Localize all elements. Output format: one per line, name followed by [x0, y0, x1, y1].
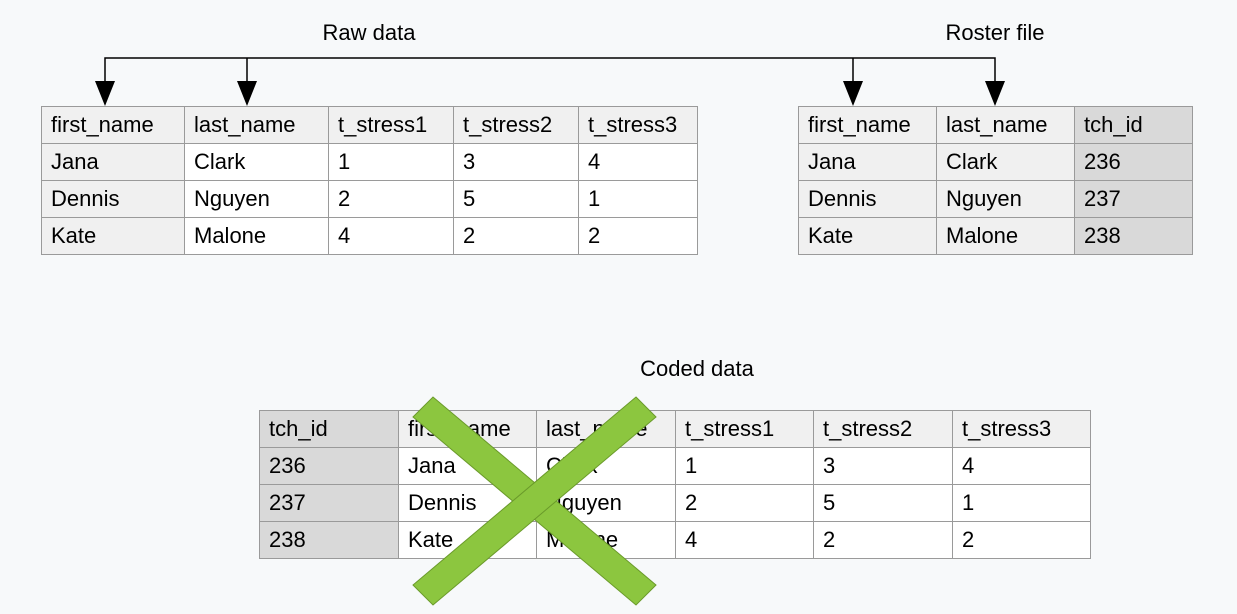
roster-header-row: first_name last_name tch_id [798, 106, 1193, 144]
coded-col-last-name: last_name [536, 410, 676, 448]
table-cell: Dennis [398, 484, 537, 522]
table-cell: 2 [578, 217, 698, 255]
coded-col-t-stress3: t_stress3 [952, 410, 1091, 448]
arrow-down-icon [237, 81, 257, 106]
table-row: Dennis Nguyen 237 [798, 180, 1193, 218]
table-row: 237 Dennis Nguyen 2 5 1 [259, 484, 1091, 522]
table-cell: Clark [536, 447, 676, 485]
table-cell: 1 [578, 180, 698, 218]
table-cell: Kate [398, 521, 537, 559]
table-cell: Dennis [798, 180, 937, 218]
table-row: Kate Malone 4 2 2 [41, 217, 698, 255]
table-cell: Jana [398, 447, 537, 485]
roster-file-table: first_name last_name tch_id Jana Clark 2… [798, 106, 1193, 255]
roster-file-caption: Roster file [945, 20, 1045, 45]
table-cell: 2 [952, 521, 1091, 559]
table-cell: Dennis [41, 180, 185, 218]
raw-data-caption: Raw data [322, 20, 416, 45]
table-cell: 236 [1074, 143, 1193, 181]
table-cell: 2 [675, 484, 814, 522]
coded-data-caption: Coded data [640, 356, 754, 381]
arrow-down-icon [985, 81, 1005, 106]
table-cell: Nguyen [936, 180, 1075, 218]
coded-col-tch-id: tch_id [259, 410, 399, 448]
table-cell: Malone [936, 217, 1075, 255]
table-cell: Malone [184, 217, 329, 255]
raw-data-table: first_name last_name t_stress1 t_stress2… [41, 106, 698, 255]
table-cell: 238 [259, 521, 399, 559]
table-cell: 238 [1074, 217, 1193, 255]
connector-top-line [104, 57, 996, 81]
roster-col-first-name: first_name [798, 106, 937, 144]
table-cell: Jana [41, 143, 185, 181]
table-row: Kate Malone 238 [798, 217, 1193, 255]
coded-data-table: tch_id first_name last_name t_stress1 t_… [259, 410, 1091, 559]
table-cell: 1 [328, 143, 454, 181]
coded-col-first-name: first_name [398, 410, 537, 448]
table-cell: Clark [184, 143, 329, 181]
coded-col-t-stress1: t_stress1 [675, 410, 814, 448]
table-cell: Nguyen [536, 484, 676, 522]
raw-col-last-name: last_name [184, 106, 329, 144]
table-cell: 2 [328, 180, 454, 218]
raw-col-first-name: first_name [41, 106, 185, 144]
table-cell: 1 [675, 447, 814, 485]
table-cell: 4 [578, 143, 698, 181]
table-row: 238 Kate Malone 4 2 2 [259, 521, 1091, 559]
table-cell: 5 [453, 180, 579, 218]
table-cell: 4 [328, 217, 454, 255]
table-row: 236 Jana Clark 1 3 4 [259, 447, 1091, 485]
table-cell: 2 [813, 521, 953, 559]
table-cell: Clark [936, 143, 1075, 181]
table-row: Jana Clark 236 [798, 143, 1193, 181]
table-cell: 2 [453, 217, 579, 255]
table-row: Jana Clark 1 3 4 [41, 143, 698, 181]
roster-col-last-name: last_name [936, 106, 1075, 144]
table-cell: 236 [259, 447, 399, 485]
roster-col-tch-id: tch_id [1074, 106, 1193, 144]
connector-lines [104, 57, 996, 81]
raw-header-row: first_name last_name t_stress1 t_stress2… [41, 106, 698, 144]
table-cell: 4 [952, 447, 1091, 485]
arrow-down-icon [95, 81, 115, 106]
coded-header-row: tch_id first_name last_name t_stress1 t_… [259, 410, 1091, 448]
table-cell: 3 [813, 447, 953, 485]
table-row: Dennis Nguyen 2 5 1 [41, 180, 698, 218]
raw-col-t-stress3: t_stress3 [578, 106, 698, 144]
table-cell: 4 [675, 521, 814, 559]
table-cell: Jana [798, 143, 937, 181]
table-cell: Kate [41, 217, 185, 255]
table-cell: 237 [259, 484, 399, 522]
coded-col-t-stress2: t_stress2 [813, 410, 953, 448]
table-cell: 3 [453, 143, 579, 181]
table-cell: 5 [813, 484, 953, 522]
table-cell: Malone [536, 521, 676, 559]
raw-col-t-stress2: t_stress2 [453, 106, 579, 144]
table-cell: Kate [798, 217, 937, 255]
raw-col-t-stress1: t_stress1 [328, 106, 454, 144]
arrow-down-icon [843, 81, 863, 106]
arrowheads [95, 81, 1005, 106]
table-cell: 237 [1074, 180, 1193, 218]
table-cell: 1 [952, 484, 1091, 522]
table-cell: Nguyen [184, 180, 329, 218]
